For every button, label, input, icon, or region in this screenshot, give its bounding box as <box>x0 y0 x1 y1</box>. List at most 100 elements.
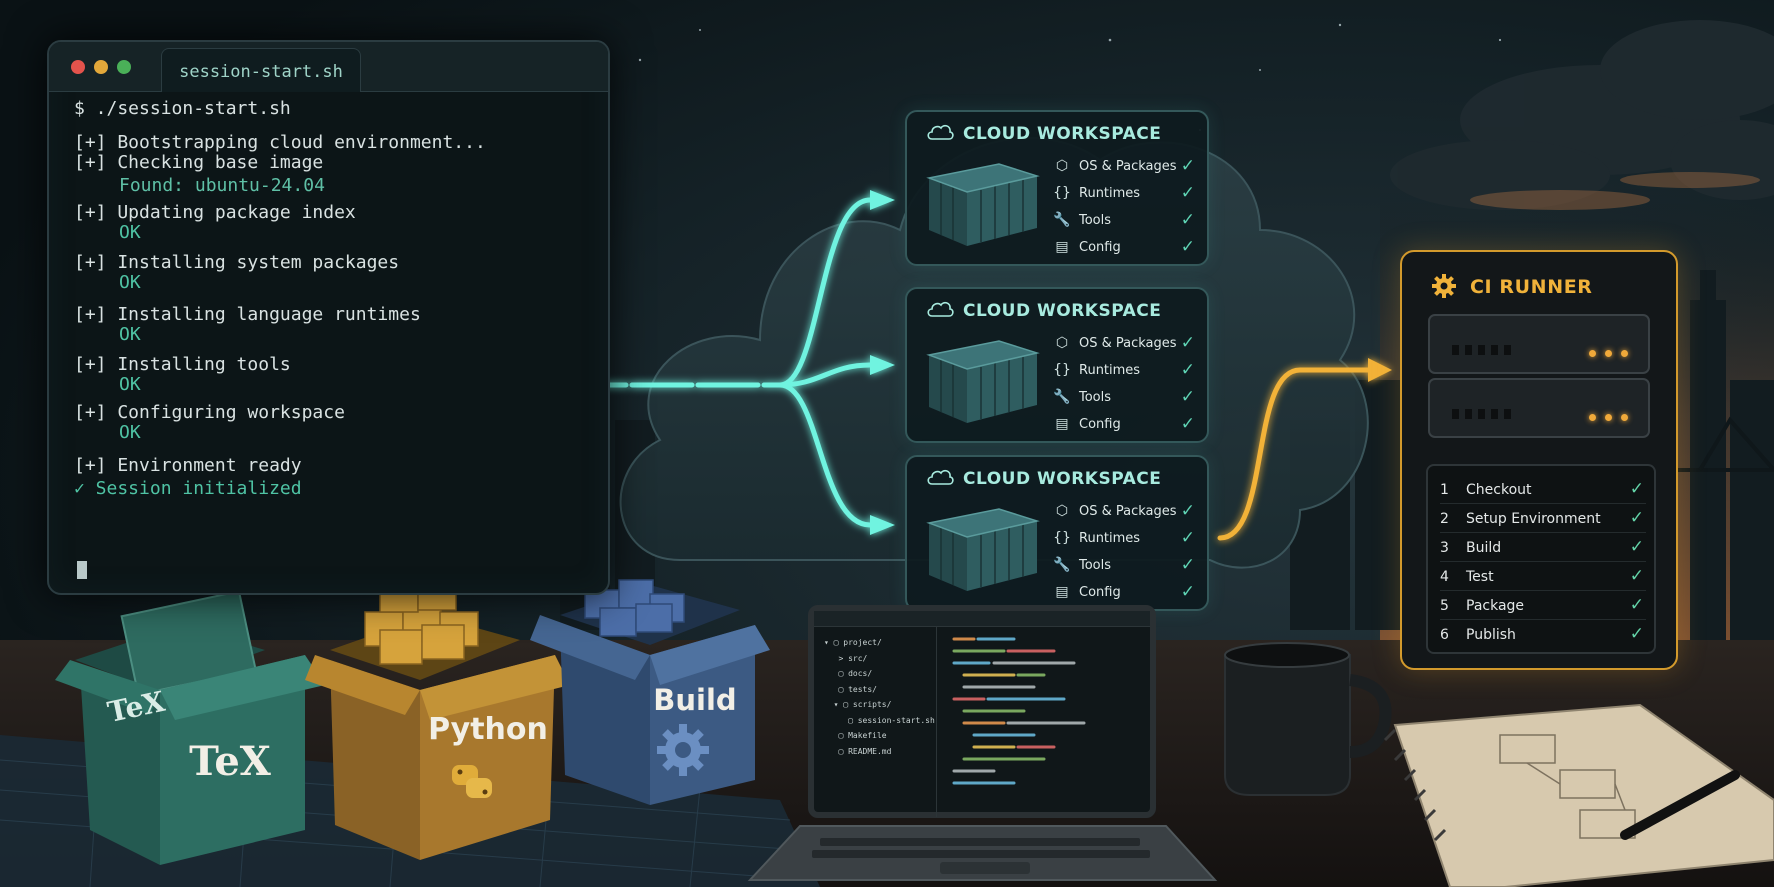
terminal-cursor <box>77 561 87 579</box>
tex-box <box>55 590 325 865</box>
document-icon: ▤ <box>1055 584 1069 600</box>
ci-step-number: 4 <box>1440 569 1449 585</box>
file-tree-item[interactable]: ▢ tests/ <box>824 684 877 694</box>
terminal-line: ✓ Session initialized <box>74 478 302 499</box>
python-box-label: Python <box>428 712 548 747</box>
ci-step-label: Setup Environment <box>1466 511 1601 527</box>
workspace-check-item: ⬡ OS & Packages✓ <box>1053 331 1199 358</box>
cloud-workspace-panel: CLOUD WORKSPACE⬡OS & Packages✓{}Runtimes… <box>905 287 1209 443</box>
workspace-checklist: ⬡OS & Packages✓{}Runtimes✓🔧Tools✓▤Config… <box>1053 499 1199 607</box>
container-crate-icon <box>926 508 1040 591</box>
document-icon: ▤ <box>1055 239 1069 255</box>
close-button[interactable] <box>71 60 85 74</box>
check-icon: ✓ <box>1629 624 1644 644</box>
check-icon: ✓ <box>1629 508 1644 528</box>
tex-box-label: TeX <box>189 738 271 785</box>
check-item-label: OS & Packages <box>1079 504 1177 519</box>
wrench-icon: 🔧 <box>1053 389 1071 405</box>
check-item-label: OS & Packages <box>1079 336 1177 351</box>
file-tree-item[interactable]: ▢ docs/ <box>824 669 873 678</box>
check-icon: ✓ <box>1629 595 1644 615</box>
workspace-check-item: 🔧 Tools ✓ <box>1053 385 1199 412</box>
workspace-title-text: CLOUD WORKSPACE <box>963 301 1162 321</box>
terminal-titlebar[interactable]: session-start.sh <box>49 42 608 92</box>
maximize-button[interactable] <box>117 60 131 74</box>
wrench-icon: 🔧 <box>1053 557 1071 573</box>
check-item-label: Runtimes <box>1079 186 1141 201</box>
file-tree-item[interactable]: ▢ README.md <box>824 746 892 756</box>
container-crate-icon <box>926 163 1040 246</box>
file-tree-item[interactable]: ▢ session-start.sh <box>824 715 935 725</box>
workspace-check-item: {}Runtimes✓ <box>1053 526 1199 553</box>
check-icon: ✓ <box>1180 582 1195 602</box>
braces-icon: {} <box>1053 185 1071 201</box>
code-editor <box>952 637 1086 785</box>
package-icon: ⬡ <box>1055 335 1069 351</box>
workspace-title-text: CLOUD WORKSPACE <box>963 124 1162 144</box>
workspace-check-item: {} Runtimes ✓ <box>1053 181 1199 208</box>
minimize-button[interactable] <box>94 60 108 74</box>
workspace-check-item: 🔧Tools✓ <box>1053 208 1199 235</box>
check-icon: ✓ <box>1180 183 1195 203</box>
workspace-check-item: ▤ Config ✓ <box>1053 580 1199 607</box>
terminal-line: [+] Installing language runtimes <box>74 304 421 325</box>
check-item-label: Tools <box>1079 390 1112 405</box>
wrench-icon: 🔧 <box>1053 212 1071 228</box>
check-icon: ✓ <box>1629 566 1644 586</box>
workspace-checklist: ⬡OS & Packages✓{}Runtimes✓🔧Tools✓▤Config… <box>1053 154 1199 262</box>
gear-icon <box>657 724 709 776</box>
check-icon: ✓ <box>1180 333 1195 353</box>
cloud-icon <box>927 301 954 317</box>
ci-step-number: 2 <box>1440 511 1449 527</box>
workspace-check-item: ▤Config✓ <box>1053 412 1199 439</box>
workspace-check-item: 🔧Tools✓ <box>1053 553 1199 580</box>
check-icon: ✓ <box>1180 387 1195 407</box>
ci-step-label: Build <box>1466 540 1502 556</box>
cloud-workspace-panel: CLOUD WORKSPACE⬡OS & Packages✓{}Runtimes… <box>905 455 1209 611</box>
workspace-title: CLOUD WORKSPACE <box>925 123 1161 144</box>
terminal-tab[interactable]: session-start.sh <box>161 48 361 92</box>
file-tree-item[interactable]: ▾ ▢ scripts/ <box>824 700 892 709</box>
terminal-line: [+] Checking base image <box>74 152 324 173</box>
check-icon: ✓ <box>1180 360 1195 380</box>
file-tree-item[interactable]: ▾ ▢ project/ <box>824 638 882 647</box>
laptop-screen[interactable]: ▾ ▢ project/ > src/ ▢ docs/ ▢ tests/ ▾ ▢… <box>808 605 1156 818</box>
check-item-label: Config <box>1079 585 1121 600</box>
terminal-line: $ ./session-start.sh <box>74 98 291 119</box>
terminal-line: [+] Environment ready <box>74 455 302 476</box>
file-tree-item[interactable]: ▢ Makefile <box>824 731 887 740</box>
check-icon: ✓ <box>1180 237 1195 257</box>
terminal-line: OK <box>119 374 141 395</box>
workspace-title-text: CLOUD WORKSPACE <box>963 469 1162 489</box>
terminal-line: [+] Updating package index <box>74 202 356 223</box>
terminal-line: Found: ubuntu-24.04 <box>119 175 325 196</box>
check-icon: ✓ <box>1180 528 1195 548</box>
check-item-label: OS & Packages <box>1079 159 1177 174</box>
check-icon: ✓ <box>1180 210 1195 230</box>
check-item-label: Tools <box>1079 558 1112 573</box>
terminal-window[interactable]: session-start.sh $ ./session-start.sh [+]… <box>47 40 610 595</box>
ci-step-label: Publish <box>1466 627 1516 643</box>
ci-step: 2 Setup Environment ✓ <box>1440 505 1646 533</box>
cloud-icon <box>927 124 954 140</box>
notebook <box>1383 703 1774 887</box>
file-tree-item[interactable]: > src/ <box>824 653 868 663</box>
build-box-label: Build <box>653 683 737 717</box>
ci-step-number: 5 <box>1440 598 1449 614</box>
package-icon: ⬡ <box>1055 158 1069 174</box>
ci-step-number: 6 <box>1440 627 1449 643</box>
terminal-line: OK <box>119 324 141 345</box>
cloud-workspace-panel: CLOUD WORKSPACE⬡OS & Packages✓{}Runtimes… <box>905 110 1209 266</box>
gear-icon <box>1432 274 1456 298</box>
check-icon: ✓ <box>1180 501 1195 521</box>
file-tree: ▾ ▢ project/ > src/ ▢ docs/ ▢ tests/ ▾ ▢… <box>824 635 935 759</box>
check-icon: ✓ <box>1180 414 1195 434</box>
check-item-label: Config <box>1079 417 1121 432</box>
ci-step-number: 3 <box>1440 540 1449 556</box>
workspace-title: CLOUD WORKSPACE <box>925 468 1161 489</box>
ci-step: 6 Publish ✓ <box>1440 621 1646 649</box>
